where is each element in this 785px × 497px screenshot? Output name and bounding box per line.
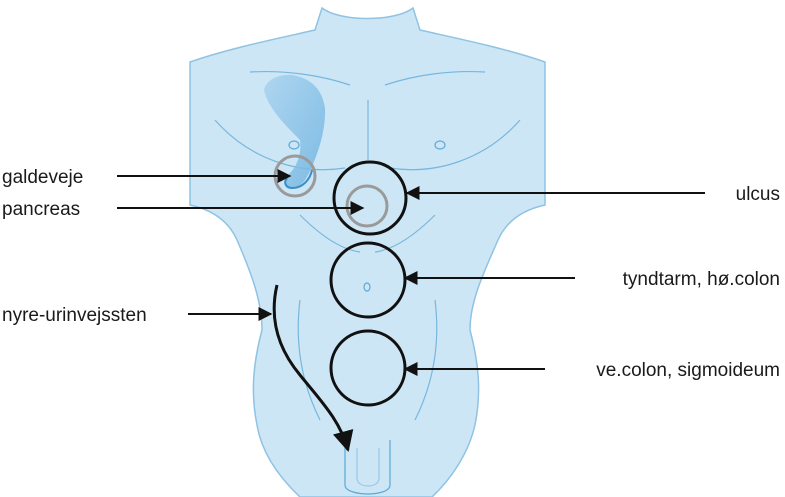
label-tyndtarm: tyndtarm, hø.colon xyxy=(623,269,780,290)
label-galdeveje: galdeveje xyxy=(2,167,83,188)
torso-silhouette xyxy=(189,6,546,497)
abdomen-right xyxy=(414,299,438,421)
label-ve-colon: ve.colon, sigmoideum xyxy=(596,360,780,381)
chest-left xyxy=(214,119,346,171)
right-nipple xyxy=(434,140,446,150)
anatomy-lines xyxy=(214,70,521,421)
chest-right xyxy=(389,119,521,171)
clavicle-right xyxy=(384,70,486,86)
clavicle-left xyxy=(249,70,351,86)
label-pancreas: pancreas xyxy=(2,199,80,220)
body-landmarks xyxy=(288,140,446,292)
ribcage-right xyxy=(374,214,436,253)
left-nipple xyxy=(288,140,300,150)
pancreas-circle xyxy=(345,184,389,228)
urinary-path-arrow xyxy=(272,284,354,453)
label-ulcus: ulcus xyxy=(736,184,780,205)
groin-line xyxy=(356,448,380,487)
ribcage-left xyxy=(299,214,361,253)
torso xyxy=(189,6,546,497)
navel xyxy=(363,282,371,292)
abdomen-left xyxy=(297,299,321,421)
label-nyre-urinvejssten: nyre-urinvejssten xyxy=(2,305,147,326)
